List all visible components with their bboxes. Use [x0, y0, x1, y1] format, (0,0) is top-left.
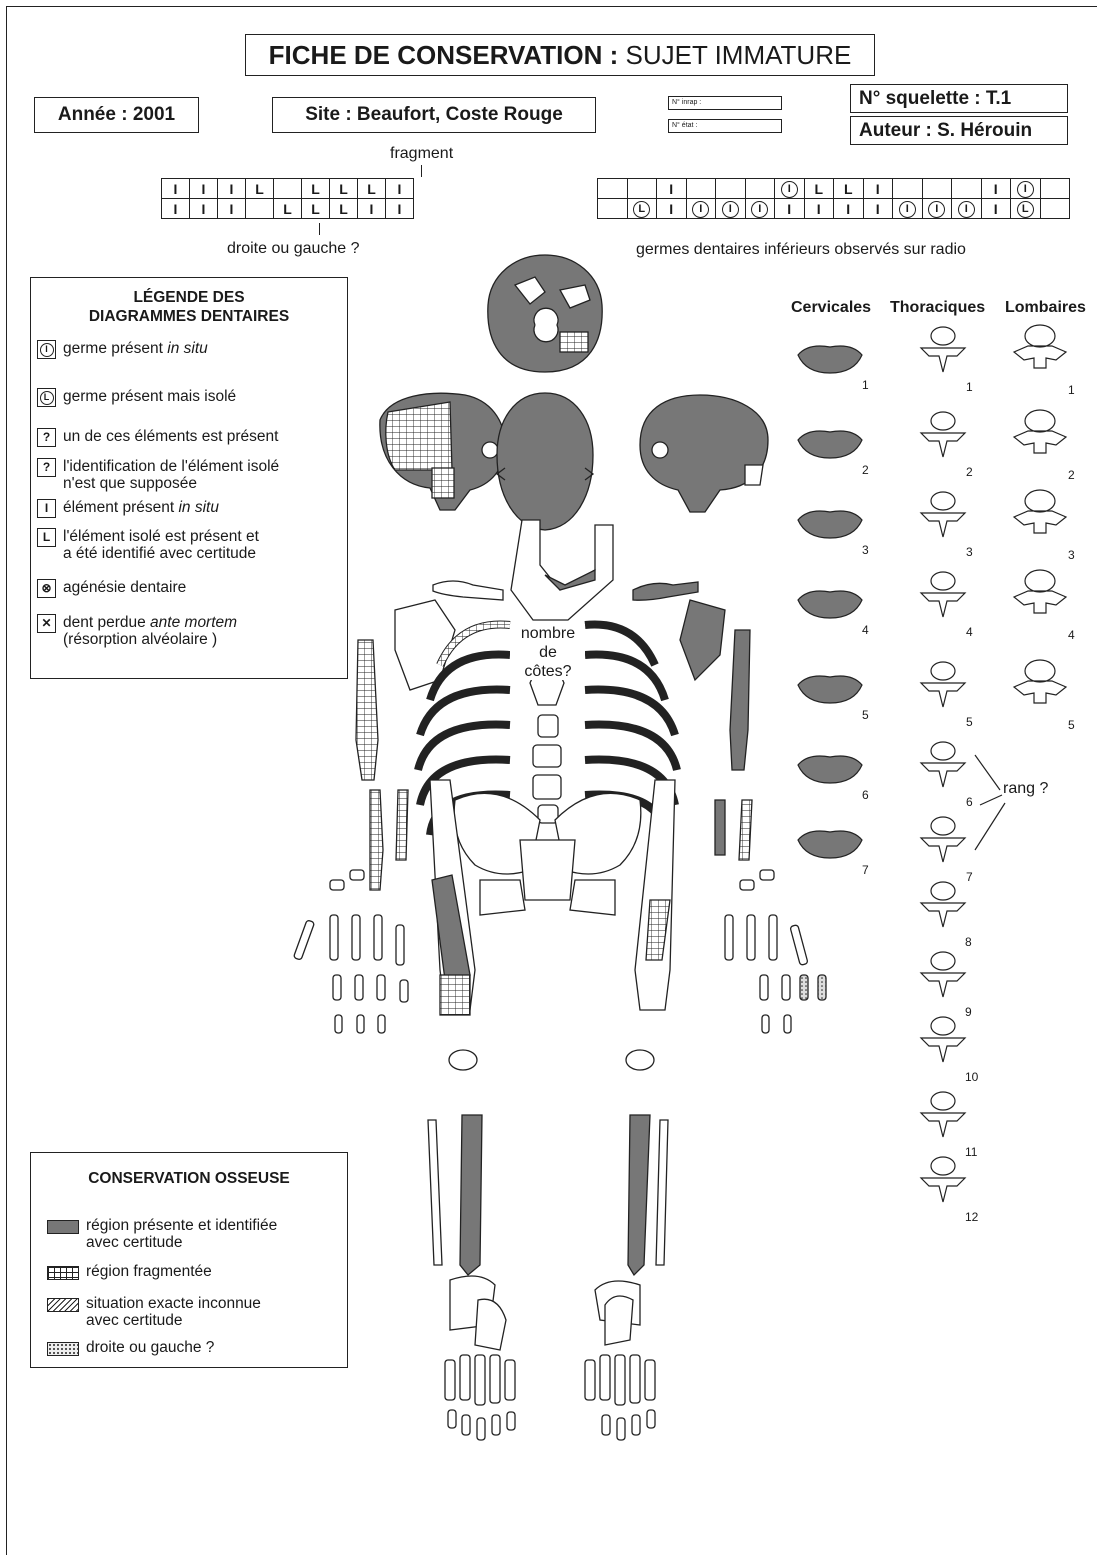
sternebra-3: [533, 775, 561, 799]
patella-right: [449, 1050, 477, 1070]
ulna-left: [739, 800, 752, 860]
vertebra-number: 5: [862, 708, 869, 722]
lumbar-vertebra: [1014, 410, 1066, 453]
thoracic-vertebra: [921, 1092, 965, 1137]
lumbar-vertebra: [1014, 490, 1066, 533]
rib-count-label: nombre de côtes?: [518, 624, 578, 681]
vertebra-number: 9: [965, 1005, 972, 1019]
radius-left: [715, 800, 725, 855]
skull-right-lateral: [640, 395, 768, 512]
vertebra-number: 6: [966, 795, 973, 809]
radius-right: [370, 790, 383, 890]
cervical-vertebra: [798, 591, 862, 618]
lumbar-vertebra: [1014, 325, 1066, 368]
vertebra-number: 11: [965, 1145, 977, 1159]
foot-right: [445, 1276, 515, 1440]
vertebra-number: 7: [862, 863, 869, 877]
humerus-right: [356, 640, 378, 780]
vertebra-number: 4: [966, 625, 973, 639]
lumbar-vertebra: [1014, 660, 1066, 703]
thoracic-vertebra: [921, 412, 965, 457]
clavicle-left: [633, 582, 698, 600]
sternebra-1: [538, 715, 558, 737]
patella-left: [626, 1050, 654, 1070]
femur-right-distal: [440, 975, 470, 1015]
rank-label: rang ?: [1003, 780, 1048, 798]
clavicle-right: [433, 581, 503, 600]
vertebra-number: 3: [862, 543, 869, 557]
vertebra-number: 3: [966, 545, 973, 559]
rib-count-line-2: de: [518, 643, 578, 662]
thoracic-vertebra: [921, 327, 965, 372]
thoracic-vertebra: [921, 1017, 965, 1062]
cervical-vertebra: [798, 431, 862, 458]
fibula-left: [656, 1120, 668, 1265]
vertebra-number: 1: [1068, 383, 1075, 397]
vertebra-number: 7: [966, 870, 973, 884]
vertebra-number: 4: [1068, 628, 1075, 642]
rib-count-line-3: côtes?: [518, 662, 578, 681]
thoracic-vertebra: [921, 492, 965, 537]
thoracic-vertebra: [921, 742, 965, 787]
cervical-vertebra: [798, 831, 862, 858]
vertebra-number: 6: [862, 788, 869, 802]
vertebra-number: 8: [965, 935, 972, 949]
cervical-vertebra: [798, 756, 862, 783]
skull-left-lateral: [380, 393, 505, 510]
foot-left: [585, 1281, 655, 1440]
vertebra-number: 5: [966, 715, 973, 729]
vertebra-number: 10: [965, 1070, 978, 1084]
vertebra-number: 3: [1068, 548, 1075, 562]
tibia-right: [460, 1115, 482, 1275]
lumbar-vertebra: [1014, 570, 1066, 613]
scapula-left: [680, 600, 725, 680]
vertebra-number: 1: [862, 378, 869, 392]
vertebra-number: 12: [965, 1210, 978, 1224]
thoracic-vertebra: [921, 662, 965, 707]
thoracic-vertebra: [921, 1157, 965, 1202]
ulna-right: [396, 790, 408, 860]
vertebra-number: 4: [862, 623, 869, 637]
hand-left: [725, 870, 826, 1033]
mandible: [511, 520, 613, 620]
vertebra-number: 2: [966, 465, 973, 479]
tibia-left: [628, 1115, 650, 1275]
cervical-vertebra: [798, 511, 862, 538]
rib-count-line-1: nombre: [518, 624, 578, 643]
cervical-vertebra: [798, 346, 862, 373]
cervical-vertebra: [798, 676, 862, 703]
vertebra-number: 2: [862, 463, 869, 477]
vertebra-number: 5: [1068, 718, 1075, 732]
skull-superior-view: [488, 255, 602, 372]
thoracic-vertebra: [921, 882, 965, 927]
fibula-right: [428, 1120, 442, 1265]
humerus-left: [730, 630, 750, 770]
thoracic-vertebra: [921, 572, 965, 617]
vertebra-number: 1: [966, 380, 973, 394]
skull-frontal: [497, 393, 593, 530]
rank-lines: [975, 755, 1005, 850]
sternebra-2: [533, 745, 561, 767]
hand-right: [293, 870, 408, 1033]
thoracic-vertebra: [921, 952, 965, 997]
thoracic-vertebra: [921, 817, 965, 862]
vertebra-number: 2: [1068, 468, 1075, 482]
sacrum: [520, 840, 575, 900]
